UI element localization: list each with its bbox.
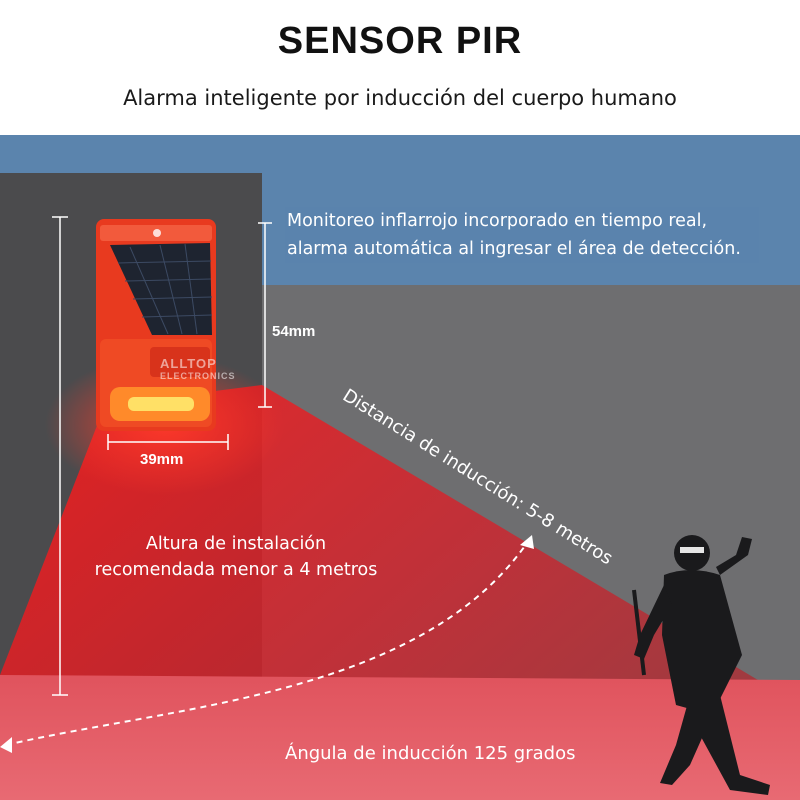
monitor-text-line2: alarma automática al ingresar el área de… <box>287 239 741 259</box>
device-height-label: 54mm <box>272 323 316 340</box>
induction-angle-label: Ángula de inducción 125 grados <box>285 743 576 764</box>
floor-zone <box>0 675 800 800</box>
install-height-line1: Altura de instalación <box>145 534 327 554</box>
detection-scene: ALLTOP ELECTRONICS Monitoreo inflarrojo … <box>0 135 800 800</box>
scene-illustration <box>0 135 800 800</box>
install-height-line2: recomendada menor a 4 metros <box>94 560 378 580</box>
monitor-text-line1: Monitoreo inflarrojo incorporado en tiem… <box>287 211 708 231</box>
induction-angle-arc <box>5 542 528 746</box>
monitor-description: Monitoreo inflarrojo incorporado en tiem… <box>285 207 759 263</box>
device-width-label: 39mm <box>140 451 184 468</box>
page-title: SENSOR PIR <box>277 20 523 62</box>
burglar-figure-icon <box>632 535 770 795</box>
brand-watermark: ALLTOP ELECTRONICS <box>160 356 236 381</box>
solar-pir-alarm-device-icon <box>96 219 216 431</box>
page-subtitle: Alarma inteligente por inducción del cue… <box>123 86 677 110</box>
install-height-text: Altura de instalación recomendada menor … <box>66 531 406 583</box>
